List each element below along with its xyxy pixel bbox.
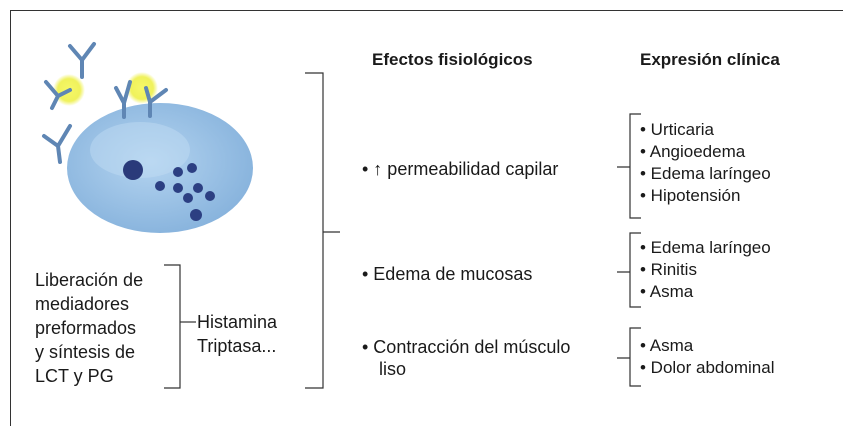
clinical-bracket-1 [617,113,641,219]
header-effects: Efectos fisiológicos [372,50,533,69]
antibodies [42,42,168,164]
release-line: Liberación de [35,270,144,290]
mediator-histamine: Histamina [197,312,278,332]
left-box-bracket [164,264,181,389]
effect-mucosal-edema: • Edema de mucosas [362,264,533,284]
clinical-item: • Angioedema [640,142,746,161]
clinical-item: • Hipotensión [640,186,741,205]
mediator-tryptase: Triptasa... [197,336,277,356]
release-text-block: Liberación de mediadores preformados y s… [35,268,143,388]
clinical-item: • Dolor abdominal [640,358,775,377]
frame-left-border [10,10,11,426]
header-clinical: Expresión clínica [640,50,780,69]
effect-line: liso [379,359,407,379]
clinical-list-1: • Urticaria • Angioedema • Edema larínge… [640,119,771,207]
mediators-block: Histamina Triptasa... [197,310,277,358]
clinical-item: • Edema laríngeo [640,164,771,183]
clinical-item: • Asma [640,282,694,301]
granules [155,163,215,221]
main-bracket [305,72,324,389]
clinical-item: • Edema laríngeo [640,238,771,257]
effect-muscle-contraction: • Contracción del músculo liso [362,336,570,380]
cell-body [67,103,253,233]
release-line: mediadores [35,294,130,314]
effect-capillary-permeability: • ↑ permeabilidad capilar [362,159,559,179]
frame-top-border [10,10,843,11]
allergen-1 [53,74,85,106]
clinical-bracket-2 [617,232,641,308]
clinical-item: • Urticaria [640,120,714,139]
effect-line: • Contracción del músculo [362,337,571,357]
clinical-bracket-3 [617,327,641,387]
allergen-2 [126,72,158,104]
clinical-list-2: • Edema laríngeo • Rinitis • Asma [640,237,771,303]
clinical-list-3: • Asma • Dolor abdominal [640,335,774,379]
release-line: y síntesis de [35,342,136,362]
release-line: preformados [35,318,137,338]
release-line: LCT y PG [35,366,114,386]
cell-nucleus [123,160,143,180]
clinical-item: • Rinitis [640,260,697,279]
clinical-item: • Asma [640,336,694,355]
